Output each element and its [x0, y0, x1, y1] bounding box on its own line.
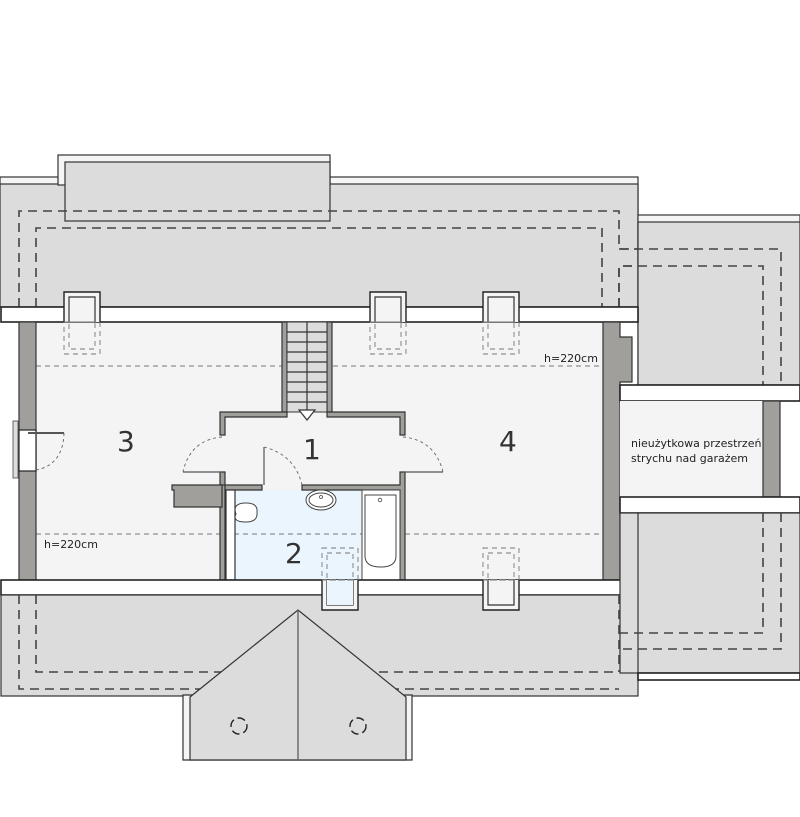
staircase	[286, 321, 328, 421]
height-label-bottom: h=220cm	[44, 538, 98, 551]
eave-bottom	[0, 579, 639, 596]
garage-attic-label-line2: strychu nad garażem	[631, 452, 748, 465]
vent-icon	[230, 717, 248, 735]
bathroom-floor	[235, 490, 360, 580]
dormers-top	[63, 291, 520, 355]
height-label-top: h=220cm	[544, 352, 598, 365]
room-number-4: 4	[499, 425, 517, 458]
toilet-icon	[234, 502, 258, 523]
roof-top	[0, 154, 782, 385]
vent-icon	[349, 717, 367, 735]
doors	[12, 420, 444, 486]
bathroom-fixtures	[234, 489, 401, 581]
room-number-2: 2	[285, 537, 303, 570]
garage-wing	[618, 384, 800, 681]
roof-bottom	[0, 547, 639, 761]
room-number-3: 3	[117, 425, 135, 458]
roof-garage-top	[618, 214, 800, 386]
garage-attic-label-line1: nieużytkowa przestrzeń	[631, 437, 761, 450]
stair-direction-arrow-icon	[297, 409, 317, 421]
walls	[18, 321, 633, 581]
room-number-1: 1	[303, 433, 321, 466]
